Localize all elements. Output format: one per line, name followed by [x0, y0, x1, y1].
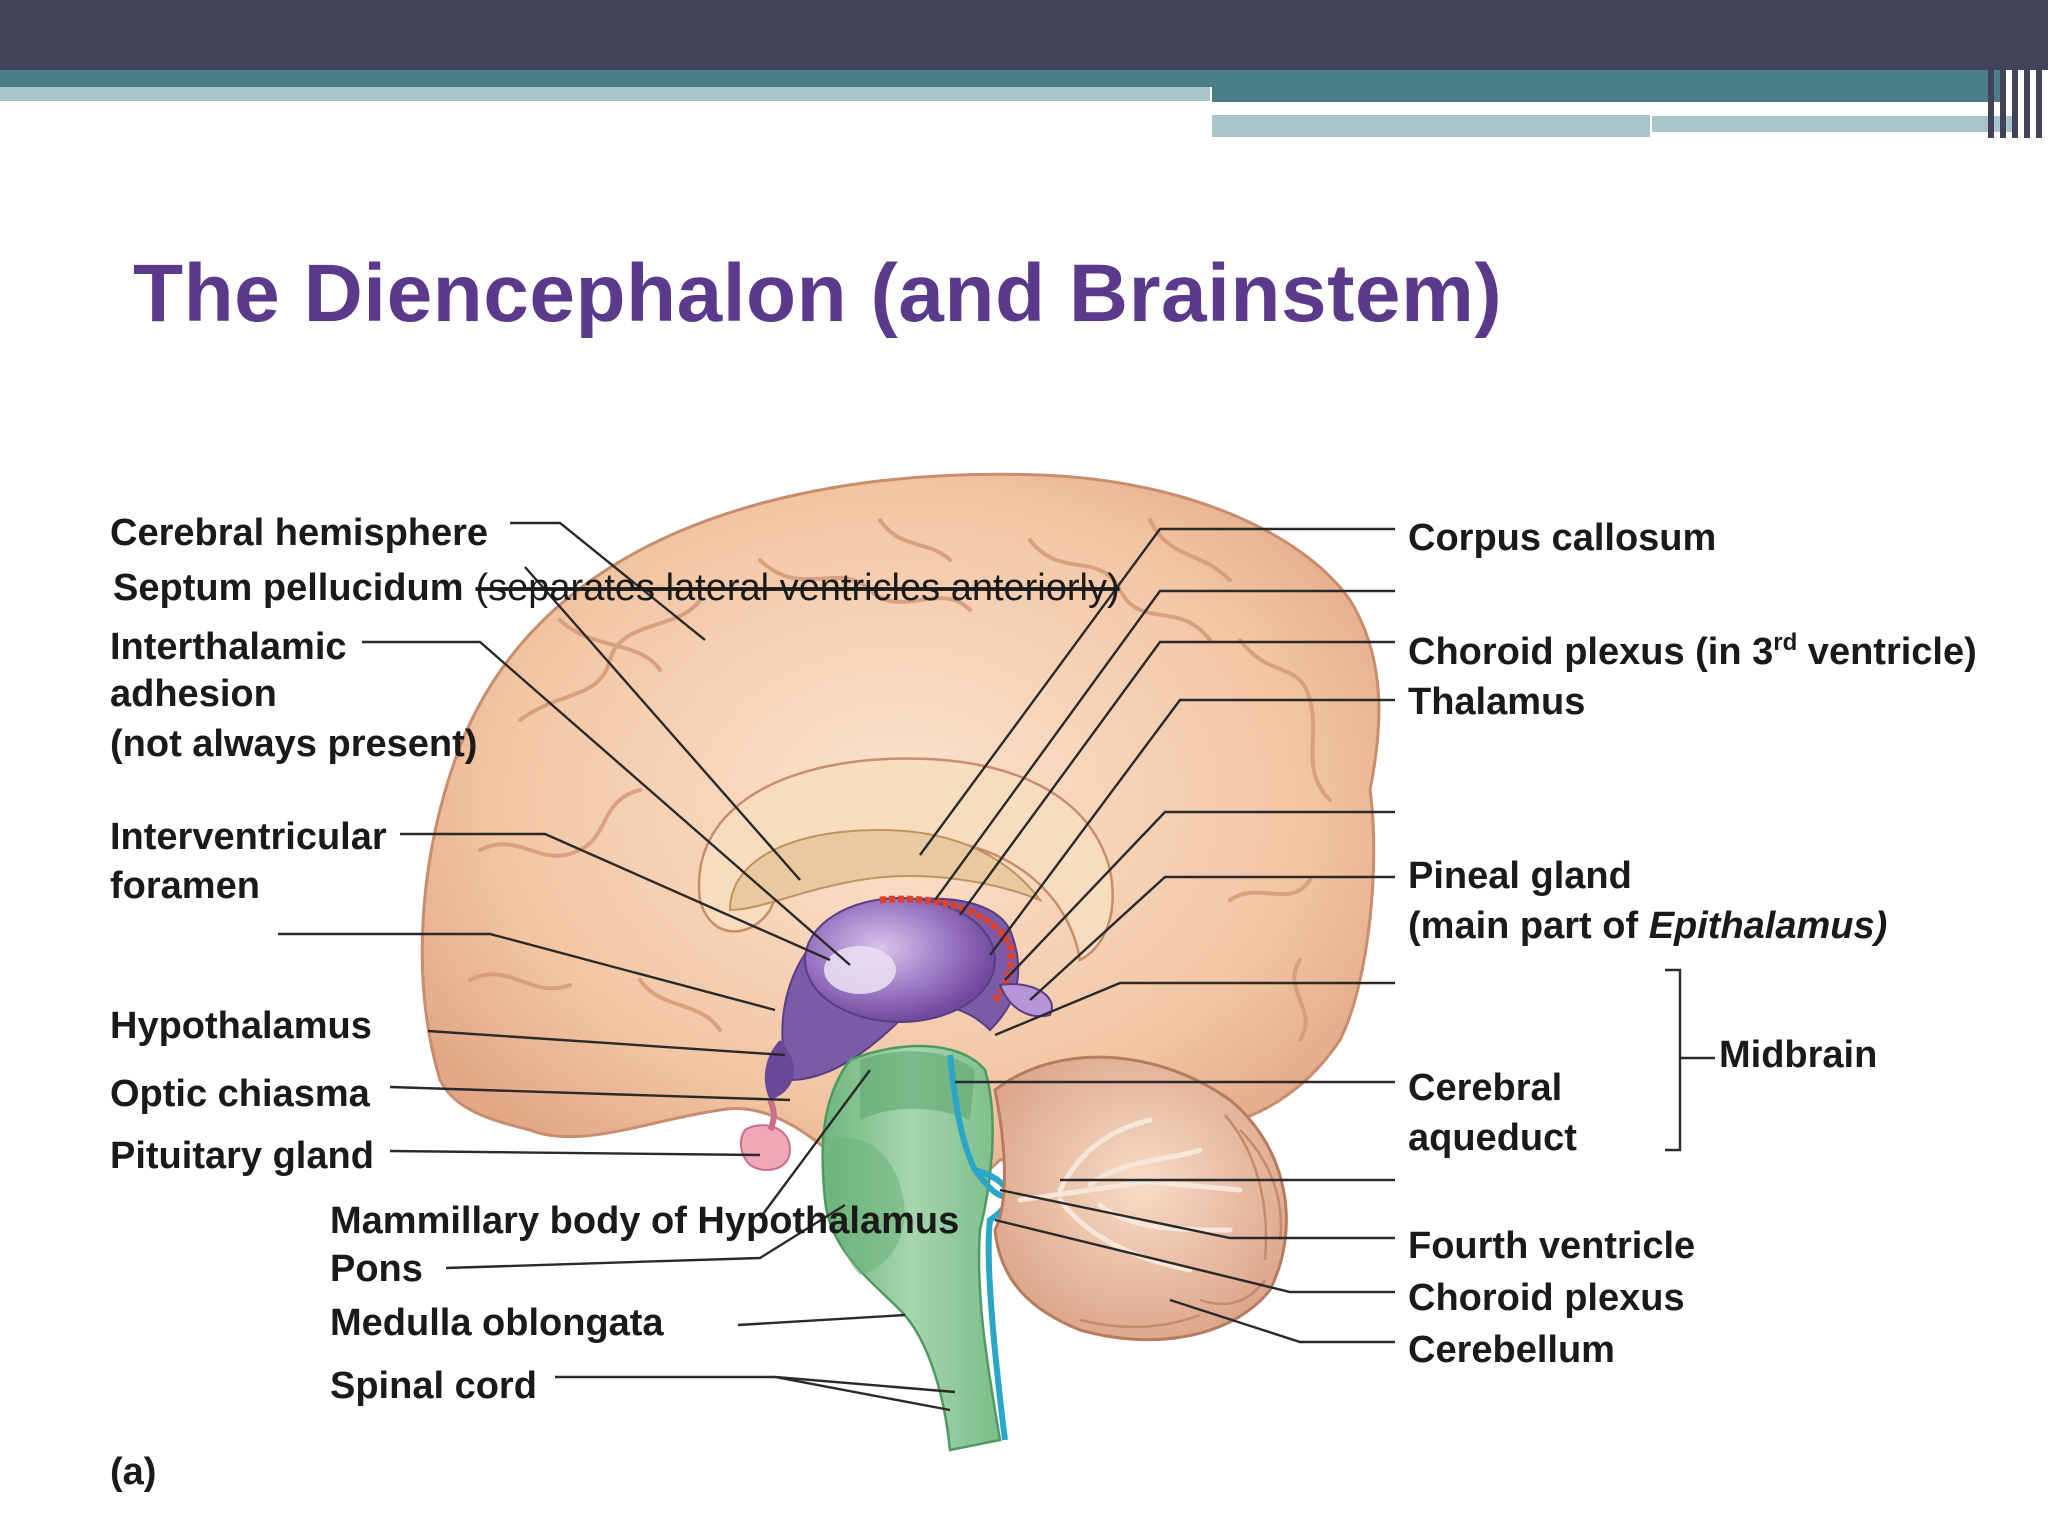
label-spinal-cord: Spinal cord — [330, 1365, 537, 1407]
leader-lines-right — [919, 527, 1715, 1344]
label-pineal-gland: Pineal gland — [1408, 855, 1632, 897]
label-pineal-note: (main part of Epithalamus) — [1408, 905, 1887, 947]
arbor-vitae — [1017, 1117, 1243, 1273]
label-mammillary-body: Mammillary body of Hypothalamus — [330, 1200, 959, 1242]
label-medulla-oblongata: Medulla oblongata — [330, 1302, 664, 1344]
leader-lines-left — [278, 521, 956, 1412]
label-interthalamic-adhesion-3: (not always present) — [110, 723, 477, 765]
pons-shape — [827, 1138, 905, 1275]
header-light-band — [0, 87, 1210, 101]
label-septum-pellucidum: Septum pellucidum(separates lateral vent… — [113, 567, 1120, 609]
label-corpus-callosum: Corpus callosum — [1408, 517, 1716, 559]
label-pons: Pons — [330, 1248, 423, 1290]
label-cerebellum: Cerebellum — [1408, 1329, 1615, 1371]
label-choroid-plexus-3rd-ventricle: Choroid plexus (in 3rd ventricle) — [1408, 629, 1977, 673]
label-cerebral-hemisphere: Cerebral hemisphere — [110, 512, 488, 554]
label-midbrain: Midbrain — [1719, 1034, 1877, 1076]
slide-title: The Diencephalon (and Brainstem) — [133, 248, 1503, 339]
header-dark-band — [0, 0, 2048, 70]
header-white-line — [1212, 109, 1897, 115]
label-cerebral-aqueduct-2: aqueduct — [1408, 1117, 1577, 1159]
lateral-ventricle-shape — [728, 828, 1043, 912]
figure-label: (a) — [110, 1451, 156, 1493]
label-pituitary-gland: Pituitary gland — [110, 1135, 374, 1177]
label-hypothalamus: Hypothalamus — [110, 1005, 372, 1047]
header-corner-stripes — [1988, 0, 2048, 138]
label-fourth-ventricle: Fourth ventricle — [1408, 1225, 1695, 1267]
label-thalamus: Thalamus — [1408, 681, 1585, 723]
label-interventricular-foramen-1: Interventricular — [110, 816, 387, 858]
header-teal-band-right — [1212, 87, 2000, 102]
label-interthalamic-adhesion-2: adhesion — [110, 673, 277, 715]
header-light-band-right — [1212, 115, 1650, 137]
cerebellum-shape — [993, 1055, 1288, 1342]
cerebral-aqueduct-shape — [947, 1054, 1012, 1200]
label-interthalamic-adhesion-1: Interthalamic — [110, 626, 347, 668]
label-optic-chiasma: Optic chiasma — [110, 1073, 371, 1115]
gyri-texture — [468, 518, 1332, 1042]
label-interventricular-foramen-2: foramen — [110, 865, 260, 907]
label-cerebral-aqueduct-1: Cerebral — [1408, 1067, 1562, 1109]
header-light-band-end — [1652, 116, 2012, 132]
header-teal-band — [0, 70, 2000, 87]
choroid-plexus-3rd-shape — [879, 895, 1015, 1003]
midbrain-shape — [860, 1051, 975, 1120]
pituitary-shape — [739, 1124, 792, 1171]
label-choroid-plexus: Choroid plexus — [1408, 1277, 1685, 1319]
